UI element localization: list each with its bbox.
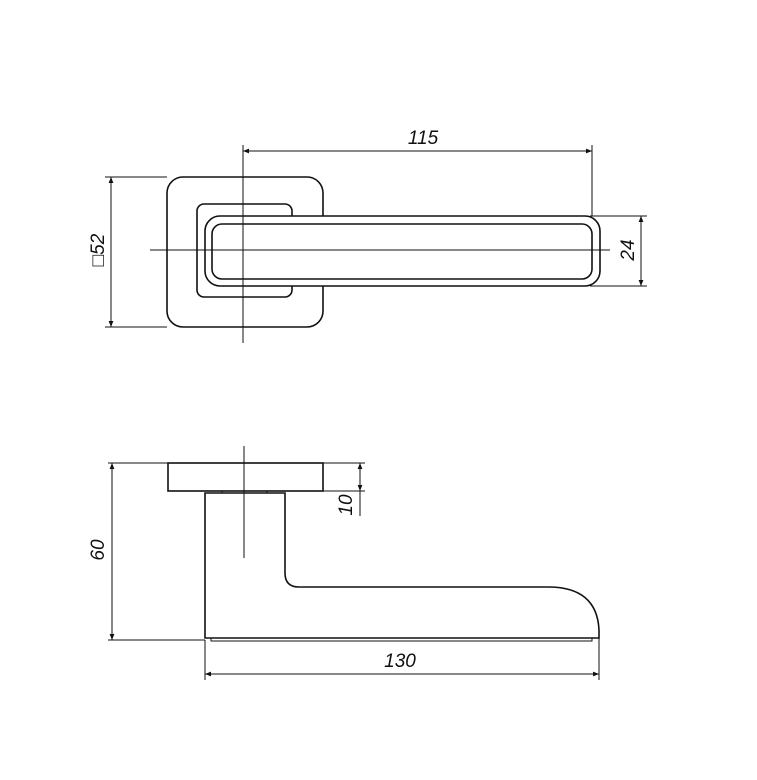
top-view: 115 □52 24	[88, 128, 647, 343]
lever-side-outline	[204, 492, 600, 639]
dimension-label-60: 60	[88, 539, 109, 561]
dimension-label-52: □52	[88, 233, 109, 266]
dimension-label-115: 115	[408, 128, 439, 149]
lever-inner-outline	[211, 223, 593, 280]
lever-outline	[204, 215, 601, 287]
dimension-label-130: 130	[384, 651, 416, 672]
lever-base-strip	[210, 637, 593, 642]
dimension-label-10: 10	[336, 494, 357, 516]
dimension-label-24: 24	[618, 239, 639, 261]
side-view: 60 10 130	[88, 446, 600, 680]
rose-side	[167, 462, 324, 492]
